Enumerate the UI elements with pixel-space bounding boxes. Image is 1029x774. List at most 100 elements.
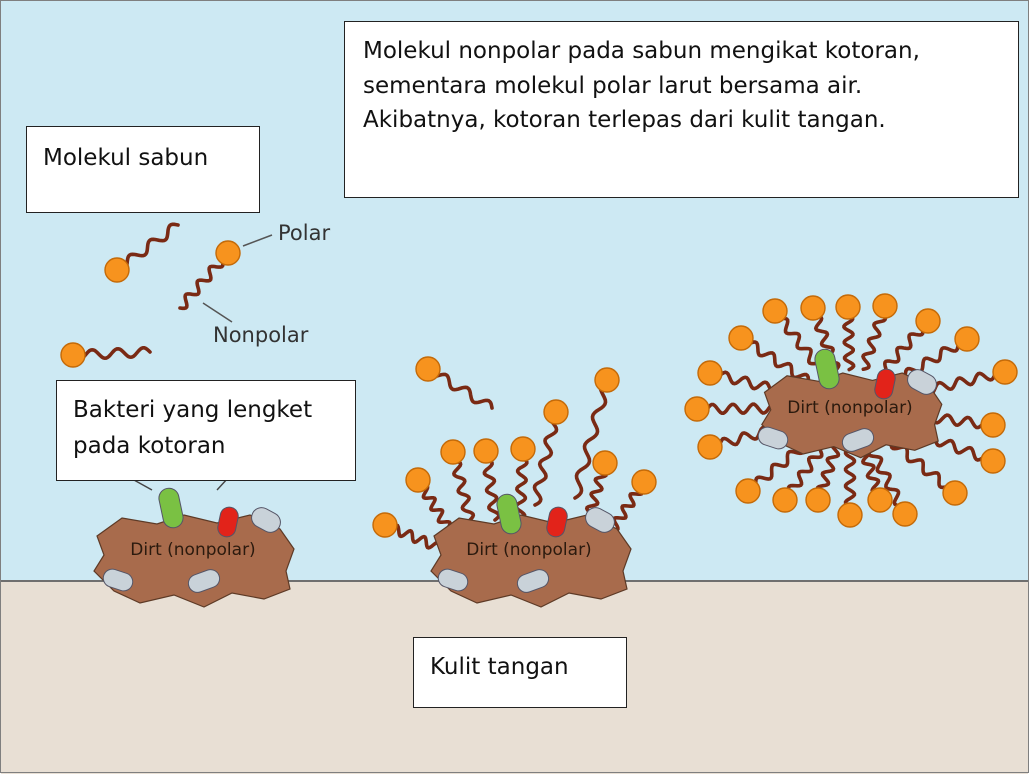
explanation-line-3: Akibatnya, kotoran terlepas dari kulit t… <box>363 107 886 133</box>
nonpolar-tail <box>532 410 559 507</box>
polar-label: Polar <box>278 221 330 245</box>
polar-head <box>215 240 241 266</box>
bacterium-gray <box>102 568 134 592</box>
polar-head <box>104 257 130 283</box>
polar-head <box>60 342 86 368</box>
dirt-stage-1: Dirt (nonpolar) <box>93 477 295 608</box>
soap-molecule <box>584 450 618 522</box>
soap-molecule <box>805 441 841 513</box>
soap-molecule <box>877 308 941 378</box>
bacterium-red <box>874 368 896 400</box>
bacterium-gray <box>251 507 281 533</box>
soap-molecule <box>60 342 152 368</box>
bacterium-gray <box>907 369 937 395</box>
polar-head <box>594 367 620 393</box>
bacterium-gray <box>585 507 615 533</box>
dirt-label: Dirt (nonpolar) <box>466 540 591 560</box>
bacterium-red <box>546 506 568 538</box>
dirt-particle <box>430 514 632 608</box>
polar-head <box>510 436 536 462</box>
polar-head <box>592 450 618 476</box>
bacterium-gray <box>437 568 469 592</box>
polar-head <box>697 360 723 386</box>
nonpolar-tail <box>894 335 969 384</box>
polar-head <box>372 512 398 538</box>
soap-molecule-label: Molekul sabun <box>43 145 209 171</box>
explanation-box: Molekul nonpolar pada sabun mengikat kot… <box>344 21 1019 198</box>
bacterium-green <box>496 493 522 535</box>
polar-head <box>835 294 861 320</box>
bacterium-green <box>158 487 184 529</box>
soap-molecule <box>440 439 476 522</box>
polar-callout: Polar <box>242 221 330 247</box>
nonpolar-tail <box>573 378 609 500</box>
polar-head <box>992 359 1018 385</box>
soap-molecule <box>923 359 1018 396</box>
nonpolar-label: Nonpolar <box>213 323 309 347</box>
polar-head <box>892 501 918 527</box>
polar-head <box>915 308 941 334</box>
bacterium-gray <box>841 428 875 452</box>
polar-head <box>942 480 968 506</box>
soap-molecule <box>762 298 825 373</box>
dirt-label: Dirt (nonpolar) <box>130 540 255 560</box>
soap-molecule <box>894 326 980 384</box>
explanation-line-1: Molekul nonpolar pada sabun mengikat kot… <box>363 38 920 64</box>
polar-head <box>631 469 657 495</box>
nonpolar-callout: Nonpolar <box>202 302 309 347</box>
nonpolar-tail <box>923 366 1007 396</box>
soap-molecule <box>772 441 828 513</box>
polar-head <box>697 434 723 460</box>
polar-head <box>405 467 431 493</box>
soap-molecule <box>835 294 861 372</box>
bacteria-pointer-line <box>133 479 153 491</box>
dirt-particle <box>93 514 295 608</box>
bacterium-gray <box>757 426 789 450</box>
bacterium-red <box>217 506 239 538</box>
soap-molecule-box: Molekul sabun <box>26 126 260 213</box>
dirt-stage-2: Dirt (nonpolar) <box>372 367 657 608</box>
dirt-stage-3: Dirt (nonpolar) <box>684 293 1018 528</box>
nonpolar-tail <box>772 309 825 373</box>
bacteria-line-1: Bakteri yang lengket <box>73 397 313 423</box>
polar-head <box>772 487 798 513</box>
polar-head <box>762 298 788 324</box>
bacteria-line-2: pada kotoran <box>73 432 226 459</box>
soap-molecule <box>861 293 898 371</box>
bacterium-green <box>814 348 840 390</box>
bacteria-box: Bakteri yang lengket pada kotoran <box>56 380 356 481</box>
bacterium-gray <box>187 569 221 593</box>
soap-molecule <box>372 512 442 550</box>
polar-head <box>954 326 980 352</box>
nonpolar-tail <box>71 346 152 361</box>
polar-head <box>543 399 569 425</box>
soap-molecule <box>837 446 863 528</box>
soap-molecule <box>573 367 620 500</box>
polar-head <box>415 356 441 382</box>
polar-head <box>728 325 754 351</box>
soap-molecule <box>415 356 494 410</box>
skin-box: Kulit tangan <box>413 637 627 708</box>
free-soap-molecules <box>60 222 494 410</box>
nonpolar-tail <box>178 250 230 311</box>
soap-molecule <box>532 399 569 507</box>
polar-head <box>473 438 499 464</box>
soap-molecule <box>866 446 918 527</box>
soap-molecule <box>684 396 781 422</box>
nonpolar-tail <box>695 402 781 416</box>
polar-head <box>980 448 1006 474</box>
polar-head <box>735 478 761 504</box>
polar-head <box>440 439 466 465</box>
soap-molecule <box>104 222 180 283</box>
polar-head <box>872 293 898 319</box>
dirt-label: Dirt (nonpolar) <box>787 398 912 418</box>
nonpolar-tail <box>866 446 909 516</box>
soap-molecule <box>473 438 501 522</box>
explanation-line-2: sementara molekul polar larut bersama ai… <box>363 72 863 99</box>
polar-head <box>684 396 710 422</box>
polar-head <box>837 502 863 528</box>
polar-head <box>980 412 1006 438</box>
soap-molecule <box>405 467 452 530</box>
